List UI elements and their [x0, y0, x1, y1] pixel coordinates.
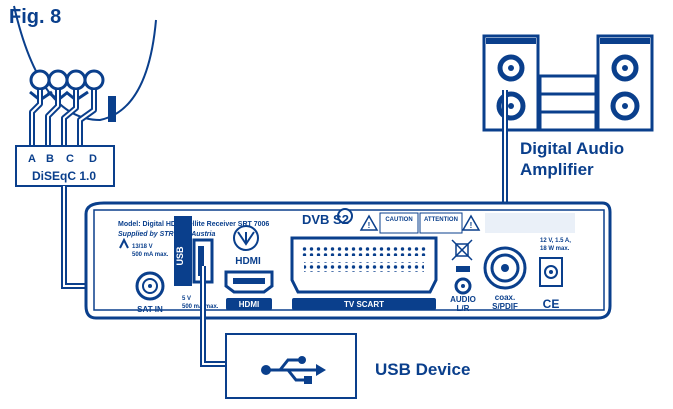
lnb-spec-2: 500 mA max. [132, 252, 169, 258]
usb-spec-1: 5 V [182, 296, 191, 302]
warning-icon [359, 214, 379, 231]
diseqc-port-d: D [89, 153, 97, 165]
diseqc-label: DiSEqC 1.0 [32, 169, 96, 183]
usb-icon [261, 356, 326, 384]
satellite-dish [13, 5, 157, 122]
tv-scart-label: TV SCART [344, 300, 384, 309]
license-text-block [485, 213, 575, 233]
diseqc-port-c: C [66, 153, 74, 165]
amplifier-label-line1: Digital Audio [520, 139, 625, 158]
usb-device-label: USB Device [375, 360, 471, 379]
lnb-arm [108, 96, 116, 122]
attention-label: ATTENTION [424, 217, 458, 223]
svg-text:!: ! [368, 221, 371, 230]
sat-in-label: SAT IN [137, 305, 163, 314]
model-line: Model: Digital HD Satellite Receiver SRT… [118, 221, 269, 228]
audio-jack [456, 266, 470, 272]
warning-icon-2 [461, 214, 481, 231]
lnb-power-icon [119, 237, 129, 249]
usb-vertical-label: USB [175, 246, 185, 266]
power-spec-2: 18 W max. [540, 246, 570, 252]
hdmi-logo: HDMI [235, 256, 261, 267]
figure-title: Fig. 8 [9, 6, 62, 28]
coax-label-2: S/PDIF [492, 302, 518, 311]
screw-icon [337, 208, 353, 224]
coax-label-1: coax. [495, 293, 515, 302]
amplifier-icon [482, 34, 654, 132]
usb-tab [174, 216, 192, 286]
ce-mark: CE [543, 297, 560, 311]
dvb-s2-logo: DVB S2 [302, 212, 349, 227]
audio-label-1: AUDIO [450, 295, 476, 304]
diseqc-port-b: B [46, 153, 54, 165]
usb-device-box [225, 333, 357, 399]
amplifier-label: Digital Audio Amplifier [520, 138, 624, 180]
caution-label: CAUTION [385, 217, 412, 223]
lnb-spec-1: 13/18 V [132, 244, 153, 250]
hdmi-port-label: HDMI [239, 300, 259, 309]
audio-label-2: L/R [457, 304, 470, 313]
supplied-line: Supplied by STRONG Austria [118, 231, 215, 238]
diseqc-port-a: A [28, 153, 36, 165]
weee-bin-icon [451, 239, 473, 261]
svg-text:!: ! [470, 221, 473, 230]
lnb-quad-icon [29, 69, 105, 102]
amplifier-label-line2: Amplifier [520, 160, 594, 179]
power-spec-1: 12 V, 1.5 A, [540, 238, 571, 244]
hdmi-trident-icon [233, 225, 259, 251]
